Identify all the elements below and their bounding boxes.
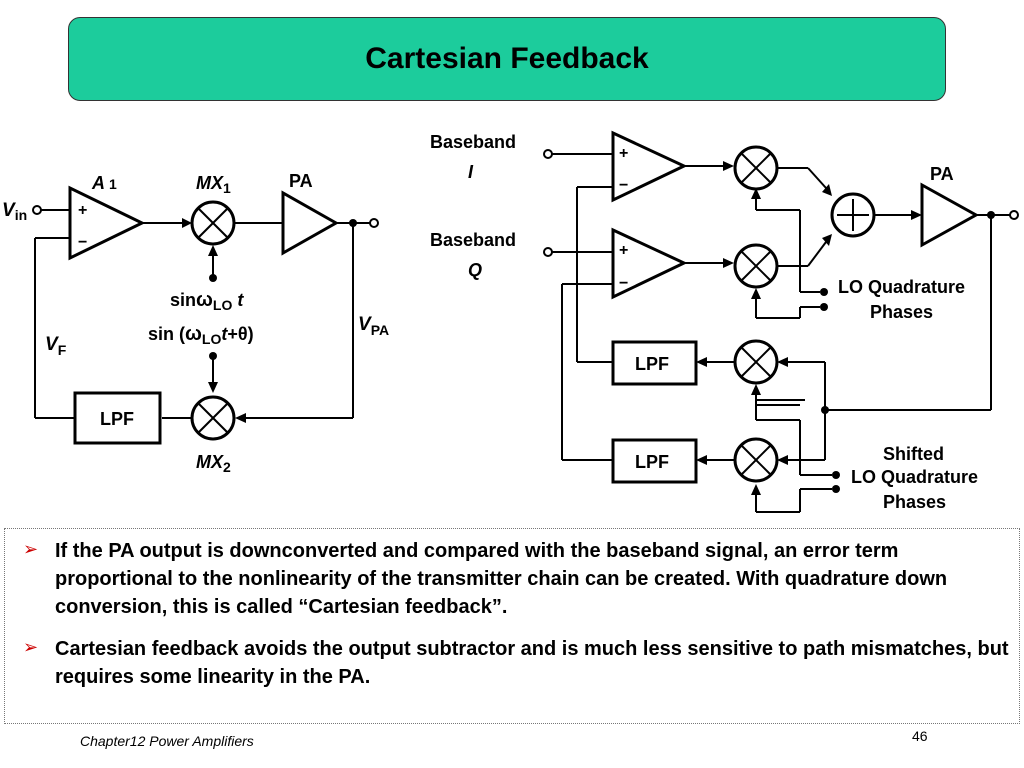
baseband-q-label: Baseband [430,230,516,250]
shifted-line3: Phases [883,492,946,512]
vin-terminal [32,205,42,215]
lpf-right-2-label: LPF [635,452,669,472]
vin-label: Vin [2,200,27,223]
amplifier-a1 [68,185,146,261]
amp-q-minus: − [619,275,628,292]
amp-i-plus: + [619,145,628,162]
baseband-q-sub: Q [468,260,482,280]
mixer-down-1 [733,339,779,385]
a1-plus: + [78,202,87,219]
amplifier-q [611,227,688,300]
mixer-mx1 [190,200,236,246]
pa-left-label: PA [289,171,313,191]
bullet-2: Cartesian feedback avoids the output sub… [55,638,1009,688]
lpf-left-label: LPF [100,409,134,429]
bullet-arrow-icon: ➢ [23,637,39,657]
baseband-i-label: Baseband [430,132,516,152]
vf-label: VF [45,334,67,358]
lo-quadrature-line1: LO Quadrature [838,277,965,297]
pa-right [920,182,980,248]
amp-i-minus: − [619,177,628,194]
shifted-line2: LO Quadrature [851,467,978,487]
shifted-line1: Shifted [883,444,944,464]
title-bar: Cartesian Feedback [68,17,946,101]
bullet-1: If the PA output is downconverted and co… [55,540,948,618]
pa-left [281,190,340,256]
bullet-arrow-icon: ➢ [23,539,39,559]
summer [830,192,876,238]
amp-q-plus: + [619,242,628,259]
vpa-terminal [369,218,379,228]
lpf-left [73,391,162,445]
baseband-i-sub: I [468,162,474,182]
lo-label: sinωLO t [170,289,244,313]
mx1-label: MX1 [196,173,231,196]
bullet-box: ➢ If the PA output is downconverted and … [4,528,1020,724]
a1-minus: − [78,234,87,251]
mx2-label: MX2 [196,452,231,475]
mixer-mx2 [190,395,236,441]
slide-title: Cartesian Feedback [365,42,649,75]
lo-shift-label: sin (ωLOt+θ) [148,323,254,347]
pa-right-label: PA [930,164,954,184]
right-circuit: Baseband I + − PA [430,130,1019,513]
lpf-right-1-label: LPF [635,354,669,374]
mixer-i-up [733,145,779,191]
mixer-down-2 [733,437,779,483]
page-number: 46 [912,728,928,744]
mixer-q-up [733,243,779,289]
amplifier-i [611,130,688,203]
lo-quadrature-line2: Phases [870,302,933,322]
vpa-label: VPA [358,314,389,338]
footer-chapter: Chapter12 Power Amplifiers [80,733,254,749]
